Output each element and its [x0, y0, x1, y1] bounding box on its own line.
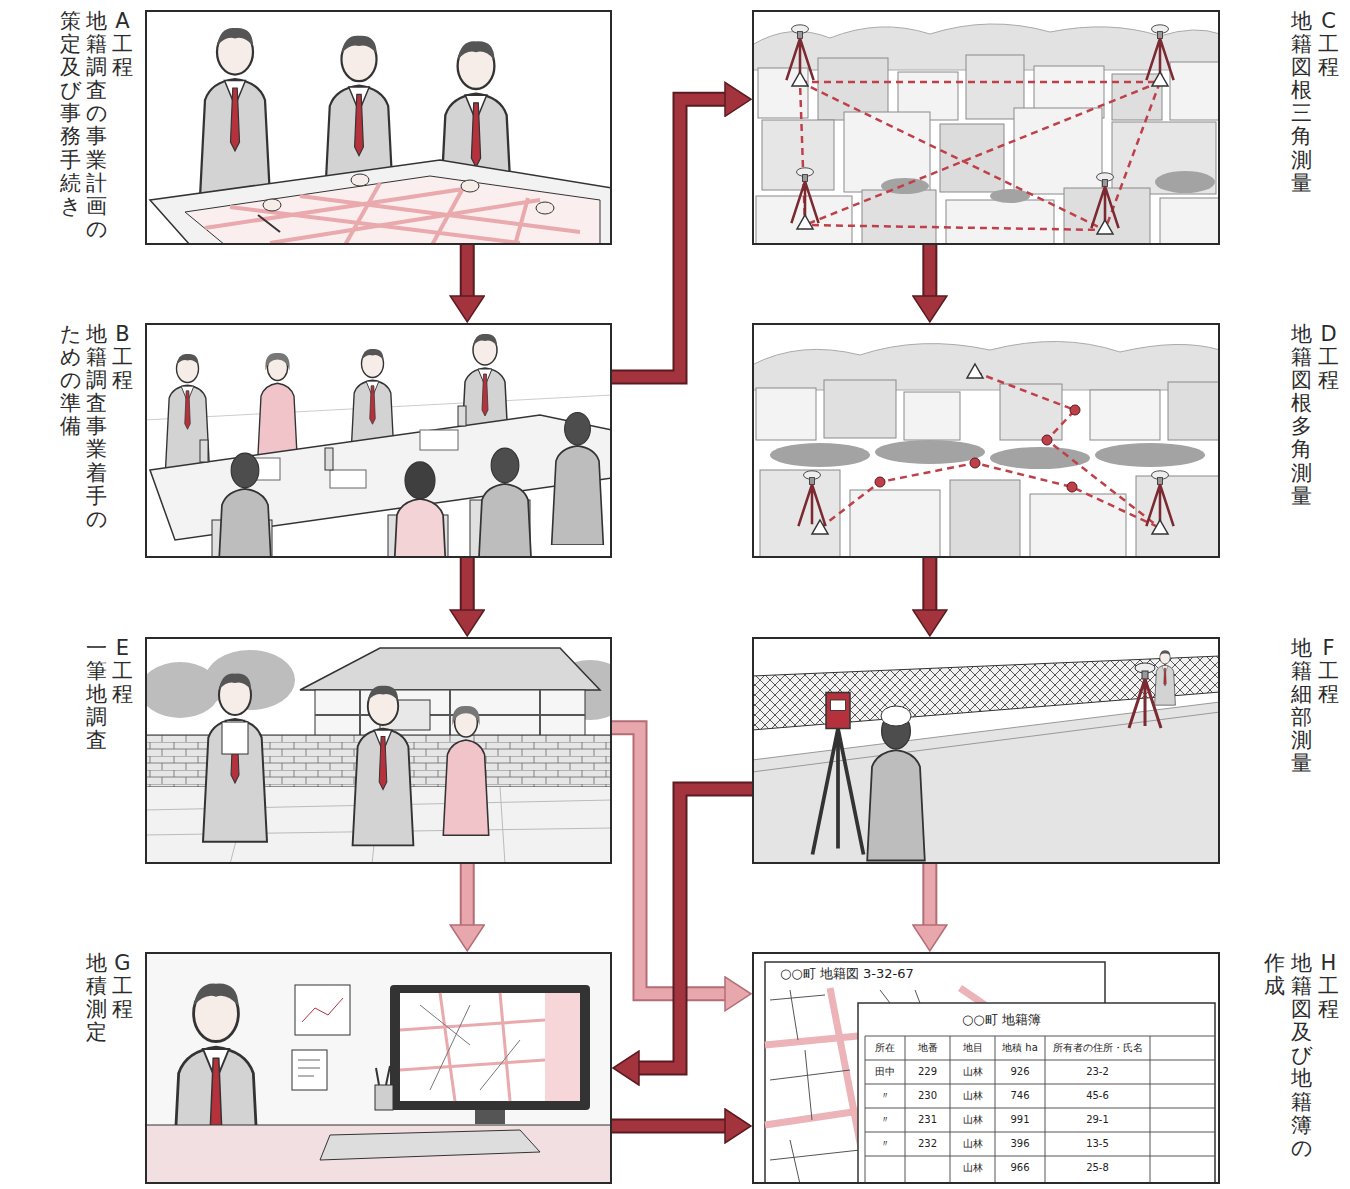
table-cell: 山林	[951, 1090, 994, 1102]
step-title: G工程	[112, 952, 133, 1021]
process-panel: A工程地籍調査の事業計画の策定及び事務手続き	[145, 10, 612, 245]
step-description: 地籍図根三角測量	[1291, 10, 1312, 195]
flow-arrow	[467, 864, 468, 925]
arrow-outline	[460, 245, 475, 296]
table-cell: 山林	[951, 1114, 994, 1126]
table-cell: 田中	[866, 1066, 904, 1078]
flow-arrow	[639, 789, 752, 1068]
table-cell: 926	[996, 1066, 1044, 1078]
process-panel: F工程地籍細部測量	[752, 637, 1220, 864]
arrow-outline	[639, 789, 752, 1068]
step-description: 地籍図根多角測量	[1291, 323, 1312, 508]
arrow-body	[462, 864, 473, 925]
table-cell: 所在	[866, 1042, 904, 1054]
table-cell: 746	[996, 1090, 1044, 1102]
table-cell: 所有者の住所・氏名	[1046, 1042, 1149, 1054]
table-cell: 地番	[906, 1042, 949, 1054]
table-cell: 〃	[866, 1138, 904, 1150]
meeting-scene	[145, 323, 612, 558]
arrow-outline	[460, 558, 475, 610]
table-cell: 〃	[866, 1090, 904, 1102]
step-title: B工程	[112, 323, 133, 392]
detail-survey-scene	[752, 637, 1220, 864]
table-cell: 山林	[951, 1066, 994, 1078]
map-and-ledger-scene	[752, 952, 1220, 1184]
arrow-outline	[612, 728, 725, 994]
arrow-outline	[612, 1119, 725, 1134]
arrow-outline	[922, 245, 937, 296]
step-title: C工程	[1318, 10, 1339, 79]
table-cell: 229	[906, 1066, 949, 1078]
flow-arrow	[929, 245, 930, 296]
traverse-scene	[752, 323, 1220, 558]
arrow-outline	[922, 558, 937, 610]
table-cell: 232	[906, 1138, 949, 1150]
table-cell: 地積 ha	[996, 1042, 1044, 1054]
parcel-survey-scene	[145, 637, 612, 864]
arrow-body	[462, 558, 473, 610]
table-cell: 231	[906, 1114, 949, 1126]
arrow-body	[924, 245, 935, 296]
arrow-body	[612, 728, 725, 994]
table-cell: 966	[996, 1162, 1044, 1174]
flow-arrow	[612, 728, 725, 994]
table-cell: 地目	[951, 1042, 994, 1054]
flow-arrow	[929, 558, 930, 610]
arrow-body	[639, 789, 752, 1068]
area-measurement-scene	[145, 952, 612, 1184]
arrow-outline	[922, 864, 937, 925]
table-cell: 991	[996, 1114, 1044, 1126]
arrow-body	[612, 1121, 725, 1132]
triangulation-scene	[752, 10, 1220, 245]
step-title: D工程	[1318, 323, 1339, 392]
step-description: 地籍図及び地籍簿の	[1291, 952, 1312, 1160]
table-cell: 230	[906, 1090, 949, 1102]
step-title: F工程	[1318, 637, 1339, 706]
sheet-title: ○○町 地籍図 3-32-67	[778, 966, 916, 982]
flow-arrow	[929, 864, 930, 925]
process-panel: C工程地籍図根三角測量	[752, 10, 1220, 245]
step-description: 地籍調査事業着手の	[86, 323, 107, 531]
step-description: 地積測定	[86, 952, 107, 1044]
planning-scene	[145, 10, 612, 245]
step-description: 作成	[1264, 952, 1285, 998]
step-description: ための準備	[60, 323, 81, 438]
arrow-body	[462, 245, 473, 296]
arrow-body	[612, 99, 725, 377]
step-description: 一筆地調査	[86, 637, 107, 752]
table-cell: 25-8	[1046, 1162, 1149, 1174]
arrow-outline	[460, 864, 475, 925]
flow-arrow	[612, 99, 725, 377]
table-cell: 29-1	[1046, 1114, 1149, 1126]
table-cell: 山林	[951, 1162, 994, 1174]
table-cell: 23-2	[1046, 1066, 1149, 1078]
arrow-body	[924, 864, 935, 925]
step-title: E工程	[112, 637, 133, 706]
table-cell: 〃	[866, 1114, 904, 1126]
sheet-title: ○○町 地籍簿	[960, 1012, 1043, 1028]
process-panel: B工程地籍調査事業着手のための準備	[145, 323, 612, 558]
flow-arrow	[612, 1126, 725, 1127]
table-cell: 45-6	[1046, 1090, 1149, 1102]
process-panel: G工程地積測定	[145, 952, 612, 1184]
step-title: A工程	[112, 10, 133, 79]
process-panel: E工程一筆地調査	[145, 637, 612, 864]
step-description: 地籍細部測量	[1291, 637, 1312, 776]
flow-arrow	[467, 245, 468, 296]
process-panel: D工程地籍図根多角測量	[752, 323, 1220, 558]
step-description: 地籍調査の事業計画の	[86, 10, 107, 241]
flow-arrow	[467, 558, 468, 610]
table-cell: 山林	[951, 1138, 994, 1150]
arrow-body	[924, 558, 935, 610]
arrow-outline	[612, 99, 725, 377]
table-cell: 396	[996, 1138, 1044, 1150]
table-cell: 13-5	[1046, 1138, 1149, 1150]
step-description: 策定及び事務手続き	[60, 10, 81, 218]
step-title: H工程	[1318, 952, 1339, 1021]
